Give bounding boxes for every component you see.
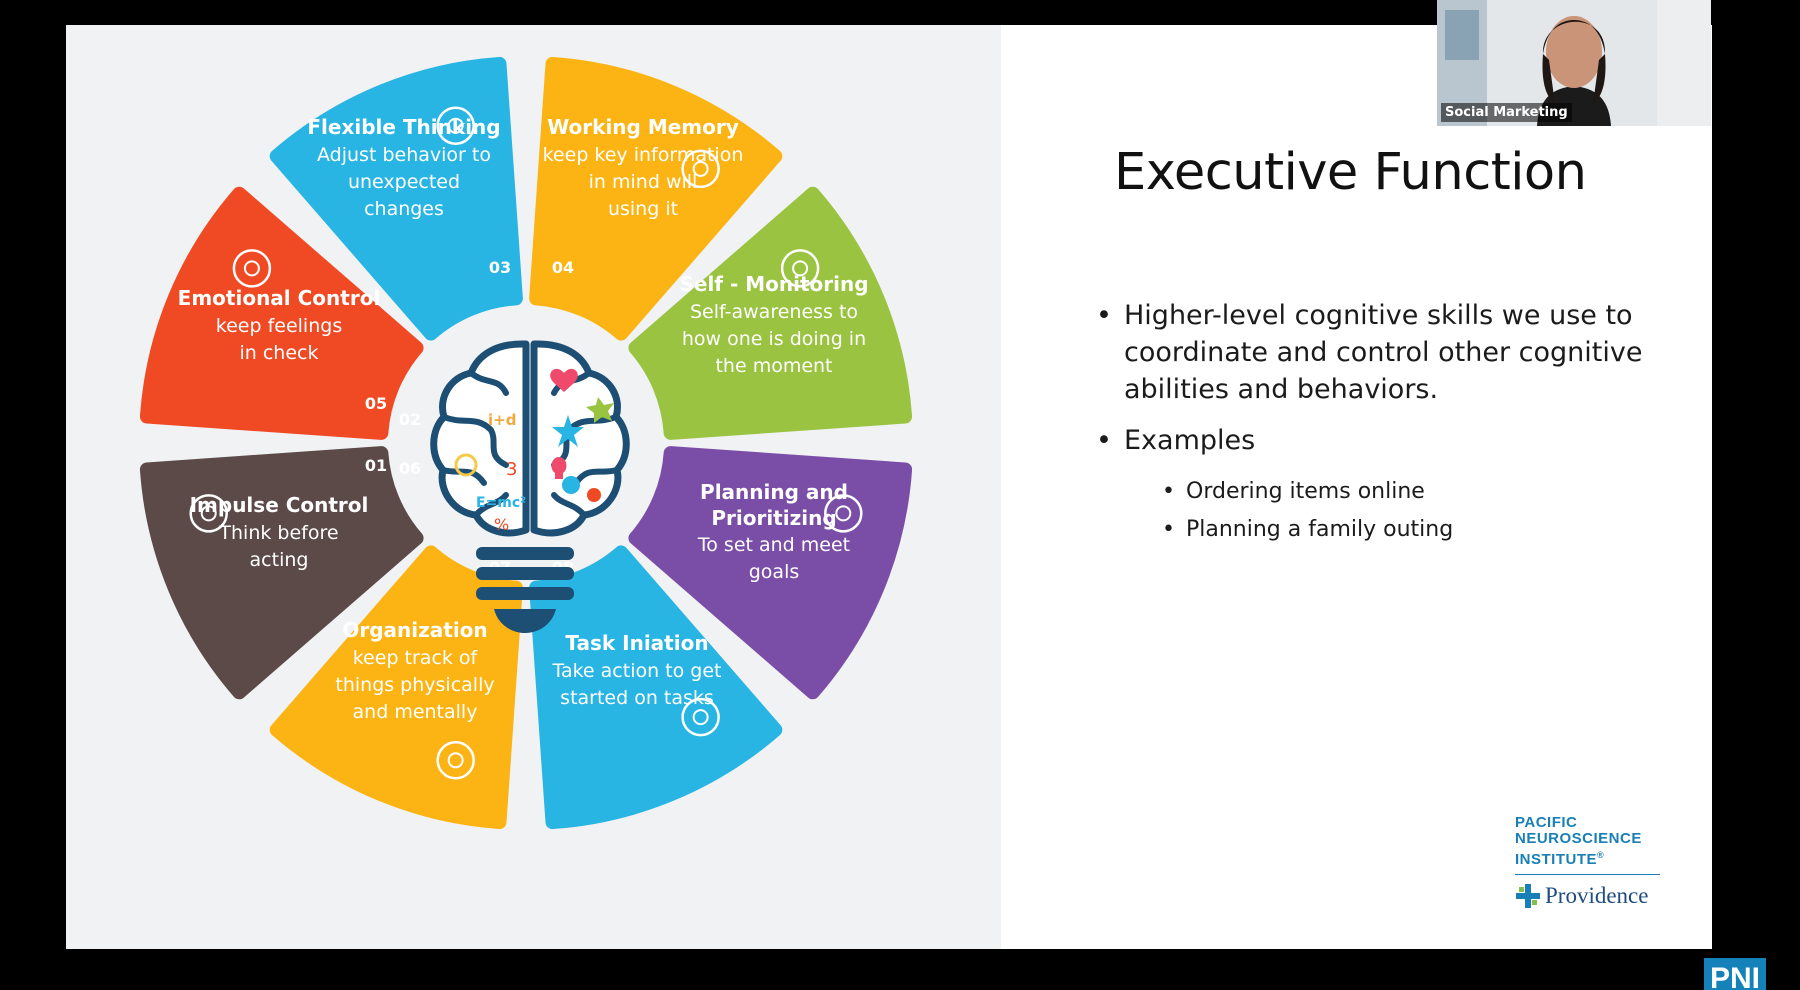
segment-08 <box>269 545 523 830</box>
pni-providence-logo: PACIFIC NEUROSCIENCE INSTITUTE® Providen… <box>1515 815 1675 909</box>
pni-corner-badge: PNI <box>1704 958 1766 990</box>
segment-title: Organization <box>342 618 487 642</box>
providence-mark: Providence <box>1515 883 1675 909</box>
webcam-name-label: Social Marketing <box>1441 103 1572 122</box>
head-lightbulb-icon <box>824 494 863 533</box>
svg-text:E=mc²: E=mc² <box>476 495 526 511</box>
presenter-video-icon <box>1437 0 1711 126</box>
segment-title: Working Memory <box>547 115 739 139</box>
brain-lightbulb-icon: i+d E=mc² 3 % <box>430 340 630 633</box>
segment-title: Self - Monitoring <box>679 272 868 296</box>
svg-text:i+d: i+d <box>488 411 516 429</box>
logo-line-neuroscience: NEUROSCIENCE <box>1515 830 1642 847</box>
bullet-list: Higher-level cognitive skills we use to … <box>1092 297 1652 549</box>
svg-text:%: % <box>494 515 509 534</box>
head-magnifier-icon <box>436 106 475 145</box>
segment-02 <box>139 186 424 440</box>
svg-text:3: 3 <box>506 459 517 480</box>
segment-04 <box>529 56 783 341</box>
segment-06 <box>628 446 913 700</box>
sub-bullet-example: Ordering items online <box>1092 473 1652 511</box>
segment-03 <box>269 56 523 341</box>
lightbulb-brain-icon <box>681 697 720 737</box>
segment-01 <box>139 446 424 700</box>
logo-line-pacific: PACIFIC <box>1515 814 1578 831</box>
segment-number: 05 <box>365 394 387 413</box>
logo-divider <box>1515 874 1660 875</box>
brain-head-icon <box>681 149 720 189</box>
segment-05 <box>628 186 913 440</box>
segment-title: Flexible Thinking <box>307 115 500 139</box>
providence-cross-icon <box>1516 884 1540 908</box>
slide-title: Executive Function <box>1114 143 1587 202</box>
sub-bullet-example: Planning a family outing <box>1092 511 1652 549</box>
brain-icon <box>436 741 475 780</box>
segment-number: 03 <box>489 258 511 277</box>
segment-number: 01 <box>365 456 387 475</box>
segment-07 <box>529 545 783 830</box>
bullet-definition: Higher-level cognitive skills we use to … <box>1092 297 1652 408</box>
presenter-webcam[interactable]: Social Marketing <box>1437 0 1711 126</box>
bullet-examples: Examples <box>1092 422 1652 459</box>
head-gear-icon <box>189 494 228 533</box>
segment-number: 02 <box>399 410 421 429</box>
sad-face-head-icon <box>232 249 272 288</box>
segment-number: 06 <box>399 459 421 478</box>
monitor-person-icon <box>780 249 820 288</box>
segment-title: Emotional Control <box>178 286 381 310</box>
segment-title: Task Iniation <box>565 631 708 655</box>
providence-text: Providence <box>1545 883 1649 908</box>
segment-number: 04 <box>552 258 574 277</box>
segment-title: Impulse Control <box>190 493 369 517</box>
logo-line-institute: INSTITUTE® <box>1515 850 1605 868</box>
